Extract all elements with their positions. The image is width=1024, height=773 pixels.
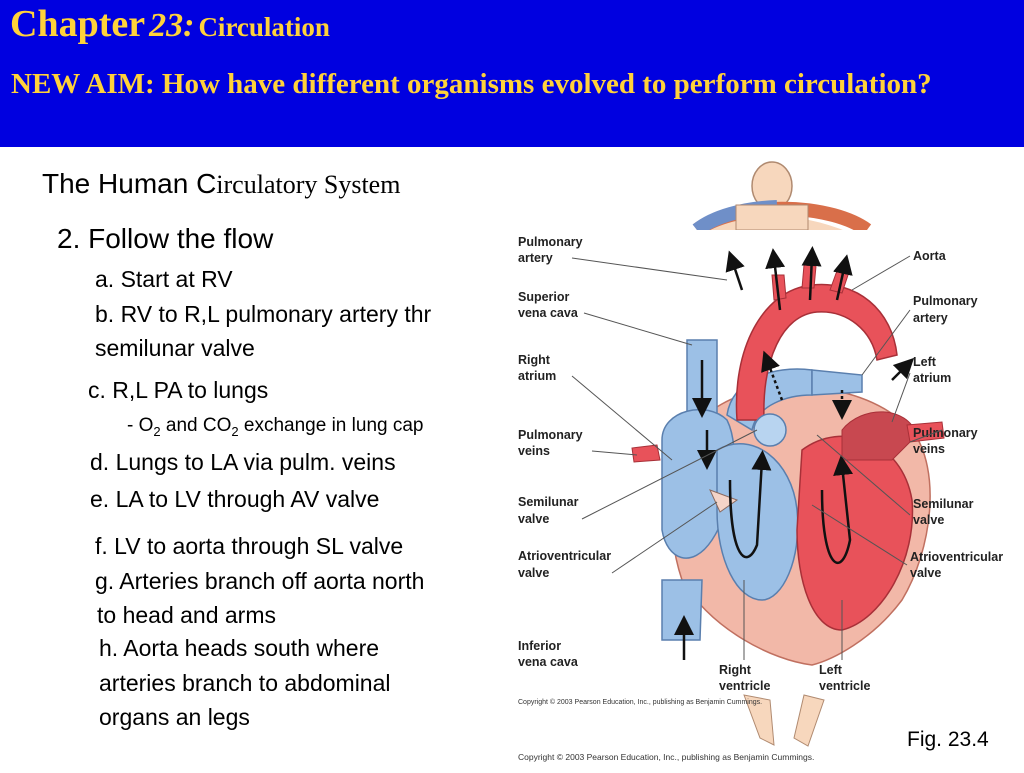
svg-text:Right: Right [719,663,752,677]
label-av-valve-right: Atrioventricular [910,550,1003,564]
svg-text:Pulmonary: Pulmonary [913,426,978,440]
step-b-line2: semilunar valve [95,335,255,361]
aim-statement: NEW AIM: How have different organisms ev… [11,68,932,100]
left-leader-lines [571,257,758,574]
svg-text:atrium: atrium [913,371,951,385]
chapter-topic: Circulation [198,12,330,42]
label-semilunar-valve-right: Semilunar [913,497,974,511]
svg-text:valve: valve [910,566,941,580]
figure-caption: Fig. 23.4 [907,728,989,751]
svg-text:Atrioventricular: Atrioventricular [910,550,1003,564]
svg-text:valve: valve [518,566,549,580]
label-left-atrium: Left [913,355,937,369]
label-left-ventricle: Left [819,663,843,677]
step-h-line2: arteries branch to abdominal [99,670,391,696]
subtitle-sans-part: The Human C [42,168,217,199]
label-inferior-vena-cava: Inferior [518,639,561,653]
svg-text:Right: Right [518,353,551,367]
label-right-ventricle: Right [719,663,752,677]
label-semilunar-valve-left: Semilunar [518,495,579,509]
legs-silhouette [743,694,825,747]
svg-text:Pulmonary: Pulmonary [518,428,583,442]
chapter-number: 23: [149,7,195,44]
svg-text:Superior: Superior [518,290,570,304]
svg-text:Inferior: Inferior [518,639,561,653]
bottom-labels: Right ventricle Left ventricle [719,663,870,693]
blood-flow-arrows [674,246,915,660]
svg-text:Pulmonary: Pulmonary [518,235,583,249]
copyright-inner: Copyright © 2003 Pearson Education, Inc.… [518,698,762,706]
label-pulmonary-veins-right: Pulmonary [913,426,978,440]
label-pulmonary-veins-left: Pulmonary [518,428,583,442]
body-silhouette [692,161,872,236]
right-labels: Aorta Pulmonary artery Left atrium Pulmo… [910,249,1003,580]
inferior-vena-cava [661,579,703,641]
svg-text:Semilunar: Semilunar [518,495,579,509]
svg-text:Semilunar: Semilunar [913,497,974,511]
left-labels: Pulmonary artery Superior vena cava Righ… [518,235,611,669]
pulmonary-artery-right [811,369,863,396]
svg-text:Left: Left [819,663,843,677]
bottom-leader-lines [743,580,843,660]
title-banner: Chapter 23: Circulation NEW AIM: How hav… [0,0,1024,147]
svg-text:ventricle: ventricle [819,679,870,693]
label-aorta: Aorta [913,249,947,263]
step-f: f. LV to aorta through SL valve [95,533,404,559]
label-right-atrium: Right [518,353,551,367]
step-a: a. Start at RV [95,266,233,292]
label-av-valve-left: Atrioventricular [518,549,611,563]
semilunar-valve-shape [753,413,787,447]
step-g-line1: g. Arteries branch off aorta north [95,568,425,594]
step-c: c. R,L PA to lungs [88,377,269,403]
step-e: e. LA to LV through AV valve [90,486,380,512]
right-leader-lines [811,255,943,566]
svg-text:ventricle: ventricle [719,679,770,693]
svg-text:veins: veins [518,444,550,458]
svg-text:valve: valve [518,512,549,526]
subtitle-serif-part: irculatory System [216,170,401,199]
step-h-line3: organs an legs [99,704,250,730]
svg-text:valve: valve [913,513,944,527]
pulmonary-veins-left [631,444,661,463]
svg-text:Aorta: Aorta [913,249,947,263]
svg-text:veins: veins [913,442,945,456]
chapter-title: Chapter 23: Circulation [10,2,330,46]
aorta [735,283,898,421]
step-h-line1: h. Aorta heads south where [99,635,380,661]
label-pulmonary-artery-right: Pulmonary [913,294,978,308]
section-subtitle: The Human Circulatory System [42,168,400,200]
svg-text:artery: artery [913,311,948,325]
step-d: d. Lungs to LA via pulm. veins [90,449,396,475]
step-g-line2: to head and arms [97,602,277,628]
step-heading: 2. Follow the flow [57,223,274,254]
label-superior-vena-cava: Superior [518,290,570,304]
pulmonary-veins-right [906,421,945,443]
av-valve-shape [709,489,739,513]
svg-text:vena cava: vena cava [518,306,579,320]
step-c-sub: - O2 and CO2 exchange in lung cap [127,415,424,439]
svg-text:Atrioventricular: Atrioventricular [518,549,611,563]
step-b-line1: b. RV to R,L pulmonary artery thr [95,301,432,327]
aorta-branch-2 [801,264,817,289]
copyright-outer: Copyright © 2003 Pearson Education, Inc.… [518,752,814,762]
label-pulmonary-artery-left: Pulmonary [518,235,583,249]
heart-diagram: Pulmonary artery Superior vena cava Righ… [512,160,1024,768]
svg-text:Left: Left [913,355,937,369]
svg-text:atrium: atrium [518,369,556,383]
svg-text:Pulmonary: Pulmonary [913,294,978,308]
svg-text:artery: artery [518,251,553,265]
heart-illustration: Pulmonary artery Superior vena cava Righ… [512,161,1024,762]
svg-text:vena cava: vena cava [518,655,579,669]
chapter-word: Chapter [10,3,146,45]
